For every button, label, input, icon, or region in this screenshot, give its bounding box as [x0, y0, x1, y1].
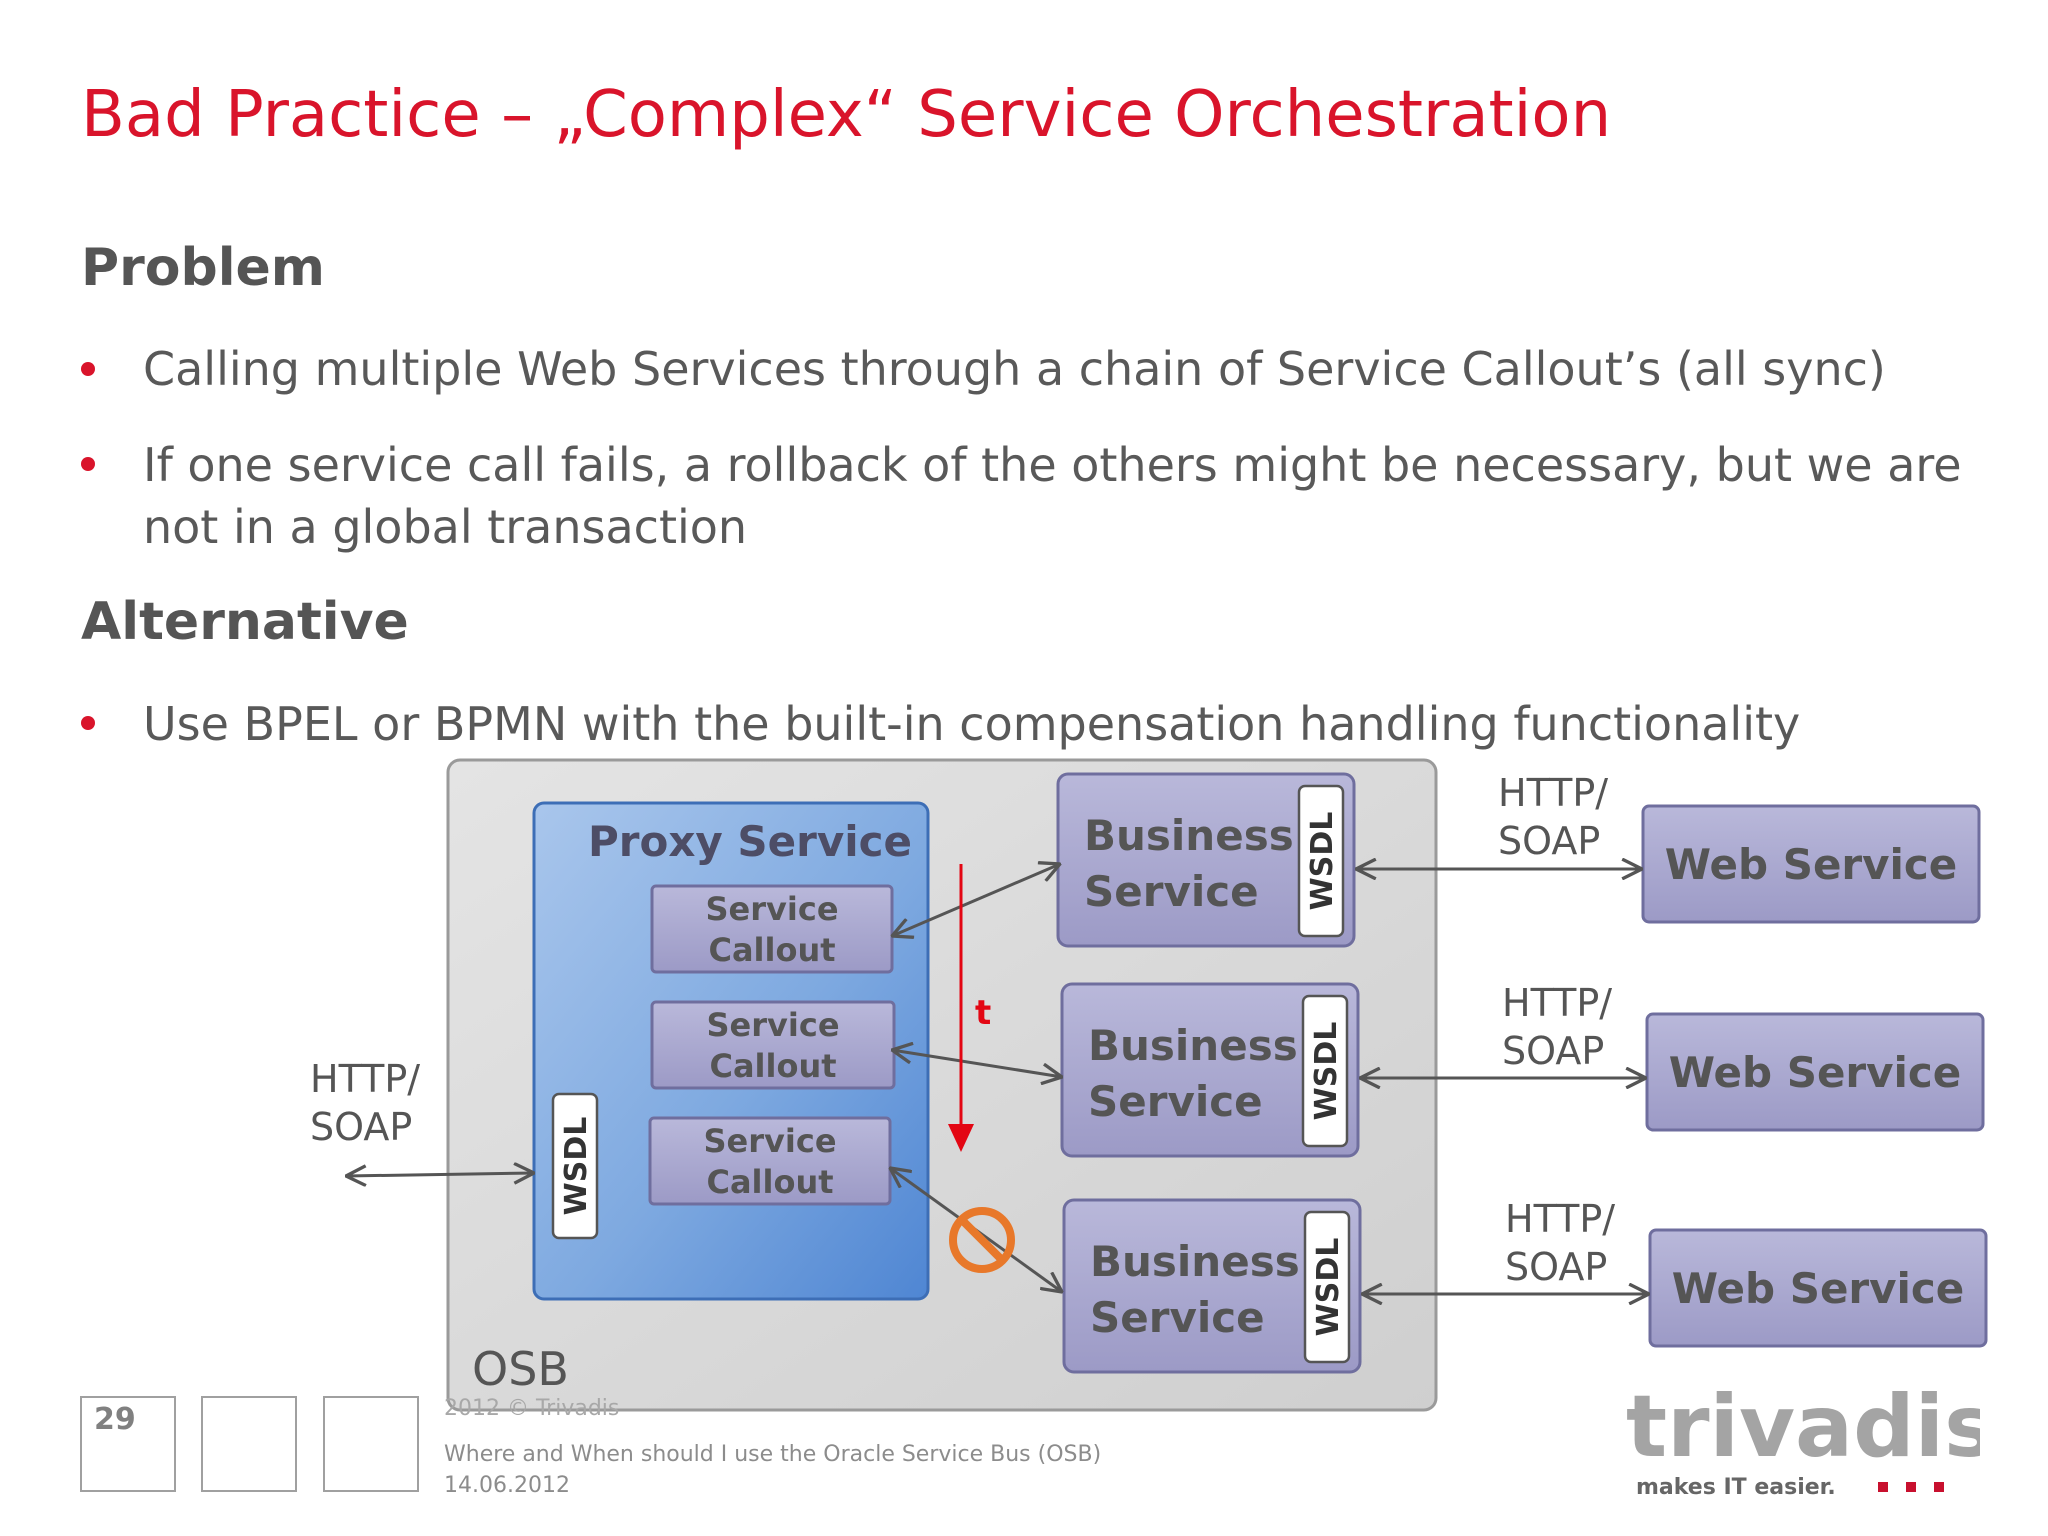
business-service-1: Business Service WSDL: [1056, 772, 1356, 948]
copyright: 2012 © Trivadis: [444, 1396, 620, 1421]
logo-accent-2: [1906, 1482, 1916, 1492]
svg-text:trivadis: trivadis: [1626, 1380, 1980, 1477]
svg-text:SOAP: SOAP: [1502, 1029, 1604, 1073]
protocol-label-3: HTTP/ SOAP: [1505, 1197, 1615, 1289]
svg-text:Business: Business: [1084, 811, 1294, 860]
svg-text:Service: Service: [706, 1006, 839, 1044]
svg-text:HTTP/: HTTP/: [1505, 1197, 1615, 1241]
bullet-dot: [81, 457, 95, 471]
time-arrow-head: [948, 1124, 974, 1152]
page-number-box: 29: [80, 1396, 176, 1492]
svg-text:Web Service: Web Service: [1665, 840, 1958, 889]
protocol-label-1: HTTP/ SOAP: [1498, 771, 1608, 863]
svg-text:Business: Business: [1090, 1237, 1300, 1286]
client-connector: [346, 1173, 534, 1176]
alternative-heading: Alternative: [81, 592, 409, 652]
business-service-2: Business Service WSDL: [1060, 982, 1360, 1158]
service-callout-1: Service Callout: [650, 884, 894, 974]
svg-text:WSDL: WSDL: [1305, 812, 1340, 911]
business-service-3: Business Service WSDL: [1062, 1198, 1362, 1374]
proxy-service-label: Proxy Service: [588, 817, 912, 866]
footer-box-2: [201, 1396, 297, 1492]
web-service-2: Web Service: [1645, 1012, 1985, 1132]
svg-text:SOAP: SOAP: [310, 1105, 412, 1149]
bullet-dot: [81, 716, 95, 730]
svg-text:Web Service: Web Service: [1669, 1048, 1962, 1097]
svg-text:HTTP/: HTTP/: [1498, 771, 1608, 815]
time-label: t: [975, 993, 991, 1033]
slide-title: Bad Practice – „Complex“ Service Orchest…: [81, 78, 1612, 152]
svg-text:Service: Service: [1084, 867, 1259, 916]
callout2-to-business2-connector: [892, 1050, 1062, 1077]
svg-text:Service: Service: [1088, 1077, 1263, 1126]
logo-accent-3: [1934, 1482, 1944, 1492]
svg-text:WSDL: WSDL: [1311, 1238, 1346, 1337]
trivadis-logo: trivadis makes IT easier.: [1626, 1380, 1980, 1500]
service-callout-3: Service Callout: [648, 1116, 892, 1206]
svg-text:Callout: Callout: [706, 1163, 833, 1201]
svg-text:Service: Service: [705, 890, 838, 928]
web-service-3: Web Service: [1648, 1228, 1988, 1348]
svg-text:Callout: Callout: [708, 931, 835, 969]
svg-text:HTTP/: HTTP/: [310, 1057, 420, 1101]
service-callout-2: Service Callout: [650, 1000, 896, 1090]
web-service-1: Web Service: [1641, 804, 1981, 924]
callout1-to-business1-connector: [892, 864, 1060, 936]
svg-text:Callout: Callout: [709, 1047, 836, 1085]
protocol-label-client: HTTP/ SOAP: [310, 1057, 420, 1149]
bullet-dot: [81, 362, 95, 376]
problem-heading: Problem: [81, 238, 325, 298]
svg-text:makes IT easier.: makes IT easier.: [1636, 1475, 1836, 1500]
svg-text:HTTP/: HTTP/: [1502, 981, 1612, 1025]
page-number: 29: [94, 1402, 136, 1437]
svg-text:SOAP: SOAP: [1498, 819, 1600, 863]
footer-box-3: [323, 1396, 419, 1492]
svg-text:Service: Service: [703, 1122, 836, 1160]
svg-text:Business: Business: [1088, 1021, 1298, 1070]
logo-accent-1: [1878, 1482, 1888, 1492]
svg-text:SOAP: SOAP: [1505, 1245, 1607, 1289]
svg-text:Web Service: Web Service: [1672, 1264, 1965, 1313]
talk-title: Where and When should I use the Oracle S…: [444, 1442, 1102, 1467]
svg-text:Service: Service: [1090, 1293, 1265, 1342]
svg-text:WSDL: WSDL: [559, 1117, 594, 1216]
blocked-icon: [949, 1207, 1015, 1273]
svg-text:WSDL: WSDL: [1309, 1022, 1344, 1121]
protocol-label-2: HTTP/ SOAP: [1502, 981, 1612, 1073]
osb-label: OSB: [472, 1342, 569, 1396]
talk-date: 14.06.2012: [444, 1473, 570, 1498]
proxy-wsdl: WSDL: [551, 1092, 599, 1240]
